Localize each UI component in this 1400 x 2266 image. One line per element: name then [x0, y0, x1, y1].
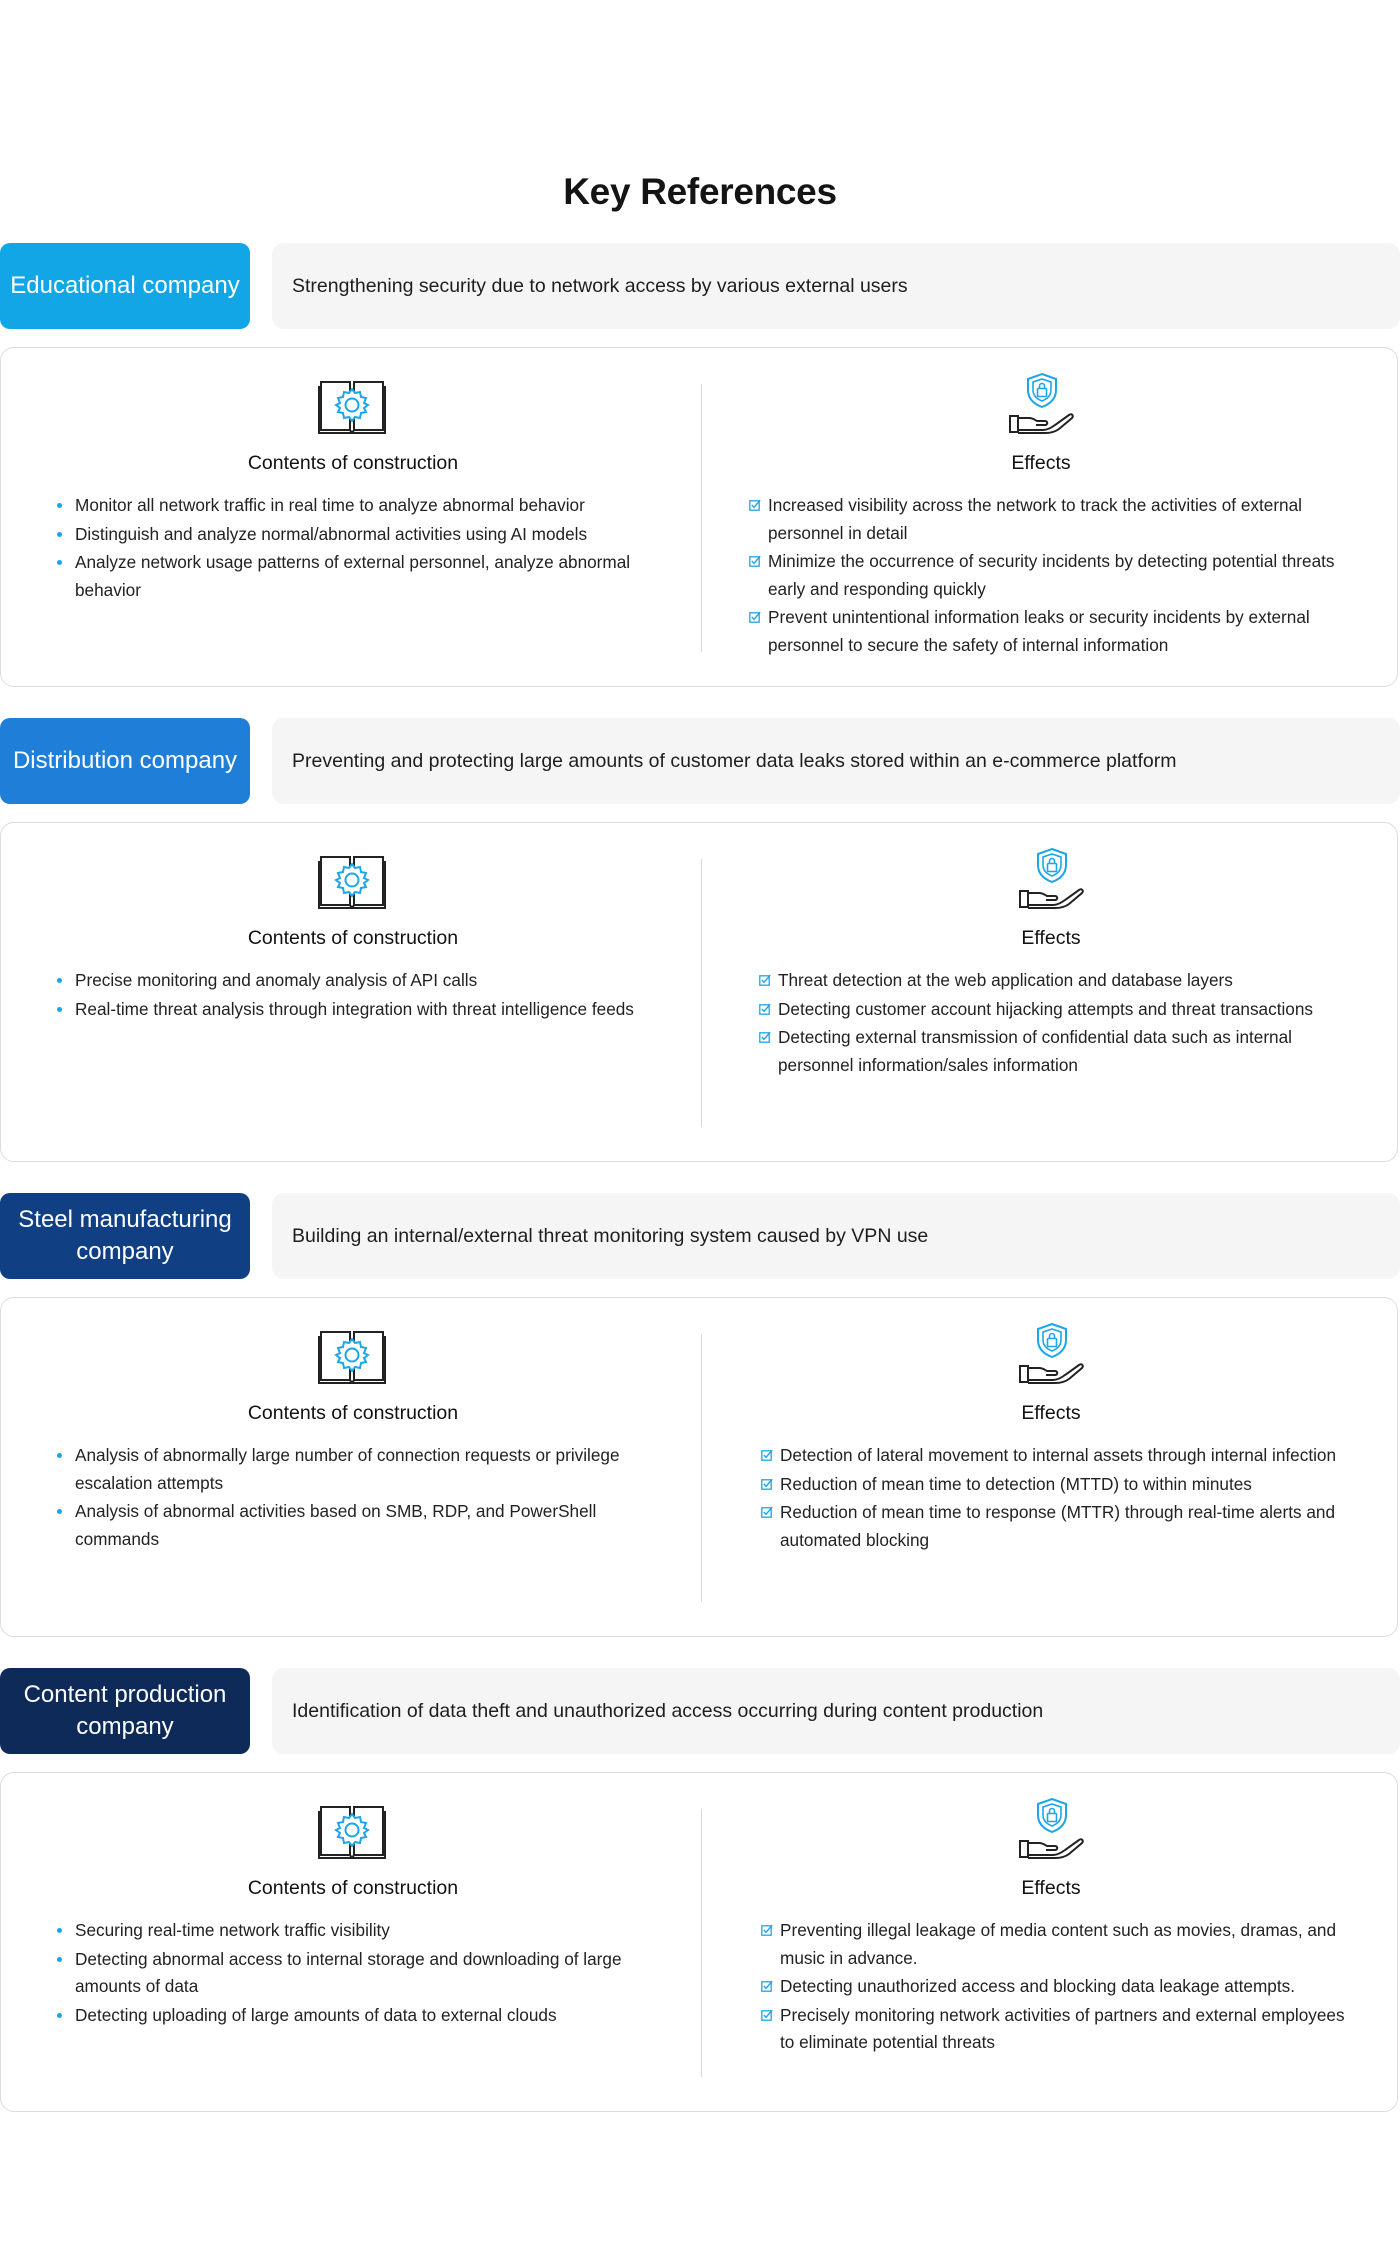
construction-item: Real-time threat analysis through integr…	[57, 996, 637, 1024]
item-text: Detection of lateral movement to interna…	[780, 1445, 1337, 1465]
item-text: Minimize the occurrence of security inci…	[768, 551, 1335, 599]
construction-item: Detecting abnormal access to internal st…	[57, 1946, 637, 2001]
effects-title: Effects	[1021, 1402, 1081, 1424]
construction-list: Analysis of abnormally large number of c…	[57, 1442, 637, 1554]
item-text: Detecting uploading of large amounts of …	[75, 2004, 557, 2025]
company-label: Distribution company	[0, 718, 250, 804]
shield-hand-icon	[1007, 372, 1077, 434]
book-gear-icon	[317, 1324, 387, 1386]
checkbox-icon	[759, 1031, 771, 1043]
construction-item: Detecting uploading of large amounts of …	[57, 2002, 637, 2030]
shield-hand-icon	[1017, 847, 1087, 909]
book-gear-icon	[317, 1799, 387, 1861]
book-gear-icon	[317, 374, 387, 436]
item-text: Real-time threat analysis through integr…	[75, 998, 634, 1019]
effects-item: Minimize the occurrence of security inci…	[749, 548, 1339, 603]
item-text: Detecting customer account hijacking att…	[778, 998, 1314, 1019]
checkbox-icon	[761, 1924, 773, 1936]
construction-item: Analyze network usage patterns of extern…	[57, 549, 637, 604]
construction-title: Contents of construction	[247, 1877, 459, 1899]
effects-item: Increased visibility across the network …	[749, 492, 1339, 547]
construction-item: Precise monitoring and anomaly analysis …	[57, 967, 637, 995]
checkbox-icon	[749, 555, 761, 567]
checkbox-icon	[761, 1506, 773, 1518]
effects-title: Effects	[1021, 1877, 1081, 1899]
checkbox-icon	[759, 974, 771, 986]
section-summary: Building an internal/external threat mon…	[272, 1193, 1400, 1279]
column-divider	[701, 859, 702, 1127]
reference-card: Contents of construction Securing real-t…	[0, 1772, 1398, 2112]
checkbox-icon	[759, 1003, 771, 1015]
item-text: Detecting abnormal access to internal st…	[75, 1948, 622, 1997]
effects-item: Precisely monitoring network activities …	[761, 2002, 1351, 2057]
item-text: Distinguish and analyze normal/abnormal …	[75, 523, 588, 544]
effects-item: Detecting external transmission of confi…	[759, 1024, 1349, 1079]
company-label: Content production company	[0, 1668, 250, 1754]
effects-item: Reduction of mean time to detection (MTT…	[761, 1471, 1351, 1499]
construction-title: Contents of construction	[247, 452, 459, 474]
page-title: Key References	[563, 170, 837, 212]
section-summary: Preventing and protecting large amounts …	[272, 718, 1400, 804]
item-text: Analysis of abnormal activities based on…	[75, 1501, 597, 1549]
construction-list: Securing real-time network traffic visib…	[57, 1917, 637, 2030]
item-text: Threat detection at the web application …	[778, 970, 1233, 990]
item-text: Analyze network usage patterns of extern…	[75, 552, 631, 600]
item-text: Precisely monitoring network activities …	[780, 2004, 1345, 2053]
shield-hand-icon	[1017, 1797, 1087, 1859]
column-divider	[701, 384, 702, 652]
reference-card: Contents of construction Precise monitor…	[0, 822, 1398, 1162]
effects-item: Reduction of mean time to response (MTTR…	[761, 1499, 1351, 1554]
effects-title: Effects	[1011, 452, 1071, 474]
item-text: Preventing illegal leakage of media cont…	[780, 1920, 1337, 1968]
construction-title: Contents of construction	[247, 927, 459, 949]
construction-list: Precise monitoring and anomaly analysis …	[57, 967, 637, 1024]
item-text: Reduction of mean time to detection (MTT…	[780, 1473, 1252, 1494]
checkbox-icon	[761, 1449, 773, 1461]
item-text: Detecting external transmission of confi…	[778, 1027, 1292, 1075]
checkbox-icon	[761, 1478, 773, 1490]
checkbox-icon	[761, 2009, 773, 2021]
effects-item: Preventing illegal leakage of media cont…	[761, 1917, 1351, 1972]
effects-list: Increased visibility across the network …	[749, 492, 1339, 660]
column-divider	[701, 1809, 702, 2077]
construction-item: Analysis of abnormally large number of c…	[57, 1442, 637, 1497]
effects-item: Detection of lateral movement to interna…	[761, 1442, 1351, 1470]
column-divider	[701, 1334, 702, 1602]
shield-hand-icon	[1017, 1322, 1087, 1384]
reference-card: Contents of construction Analysis of abn…	[0, 1297, 1398, 1637]
effects-list: Preventing illegal leakage of media cont…	[761, 1917, 1351, 2058]
reference-card: Contents of construction Monitor all net…	[0, 347, 1398, 687]
construction-item: Monitor all network traffic in real time…	[57, 492, 637, 520]
construction-title: Contents of construction	[247, 1402, 459, 1424]
item-text: Precise monitoring and anomaly analysis …	[75, 970, 478, 990]
item-text: Securing real-time network traffic visib…	[75, 1920, 390, 1940]
effects-item: Detecting unauthorized access and blocki…	[761, 1973, 1351, 2001]
construction-item: Distinguish and analyze normal/abnormal …	[57, 521, 637, 549]
section-summary: Strengthening security due to network ac…	[272, 243, 1400, 329]
effects-list: Threat detection at the web application …	[759, 967, 1349, 1080]
company-label: Steel manufacturing company	[0, 1193, 250, 1279]
item-text: Increased visibility across the network …	[768, 495, 1302, 543]
effects-item: Detecting customer account hijacking att…	[759, 996, 1349, 1024]
construction-list: Monitor all network traffic in real time…	[57, 492, 637, 605]
construction-item: Analysis of abnormal activities based on…	[57, 1498, 637, 1553]
checkbox-icon	[761, 1980, 773, 1992]
construction-item: Securing real-time network traffic visib…	[57, 1917, 637, 1945]
effects-item: Prevent unintentional information leaks …	[749, 604, 1339, 659]
effects-list: Detection of lateral movement to interna…	[761, 1442, 1351, 1555]
book-gear-icon	[317, 849, 387, 911]
item-text: Detecting unauthorized access and blocki…	[780, 1976, 1295, 1996]
checkbox-icon	[749, 611, 761, 623]
effects-title: Effects	[1021, 927, 1081, 949]
item-text: Reduction of mean time to response (MTTR…	[780, 1502, 1336, 1550]
item-text: Monitor all network traffic in real time…	[75, 495, 585, 515]
effects-item: Threat detection at the web application …	[759, 967, 1349, 995]
company-label: Educational company	[0, 243, 250, 329]
item-text: Analysis of abnormally large number of c…	[75, 1445, 620, 1493]
checkbox-icon	[749, 499, 761, 511]
item-text: Prevent unintentional information leaks …	[768, 607, 1310, 655]
section-summary: Identification of data theft and unautho…	[272, 1668, 1400, 1754]
